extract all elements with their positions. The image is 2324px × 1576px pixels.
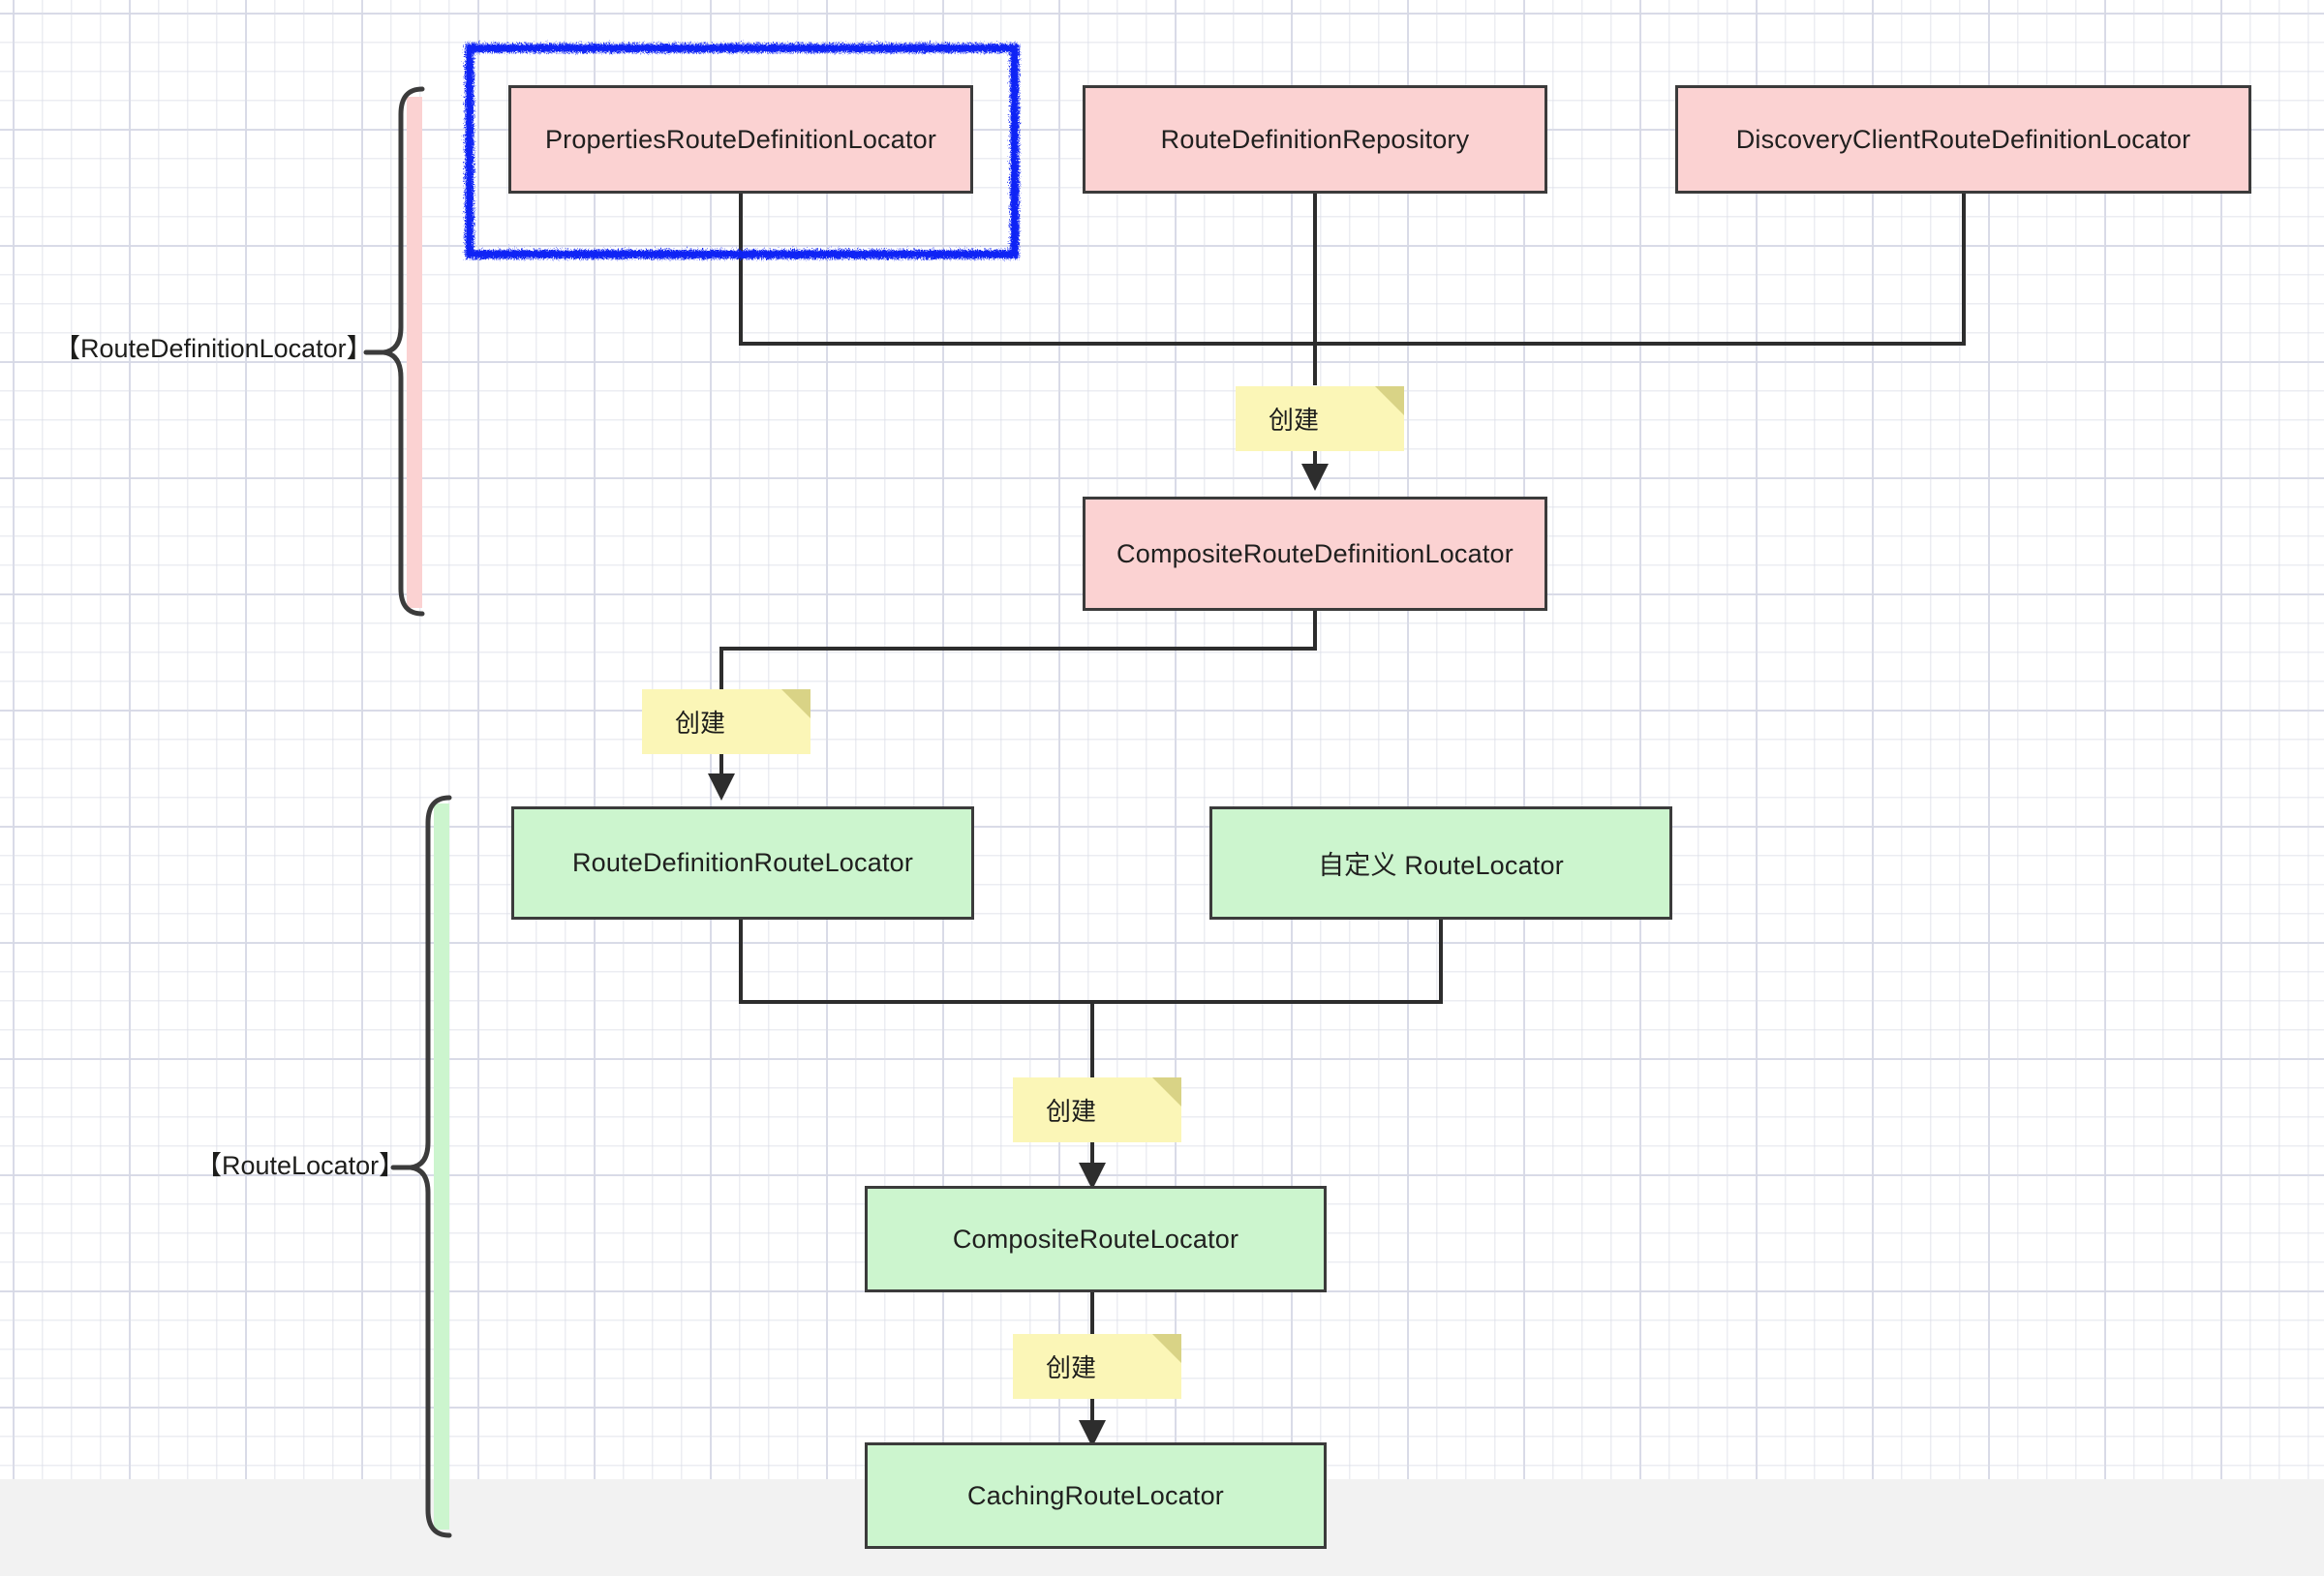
node-composite-route-locator[interactable]: CompositeRouteLocator (865, 1186, 1327, 1292)
edge-properties-to-composite-def (739, 193, 1315, 346)
group-label-route-locator: 【RouteLocator】 (196, 1151, 406, 1180)
brace-route-definition-locator (363, 86, 425, 617)
note-fold-corner-icon (1152, 1077, 1181, 1106)
note-fold-corner-icon (1375, 386, 1404, 415)
edge-note-label: 创建 (675, 709, 726, 738)
node-label: PropertiesRouteDefinitionLocator (544, 124, 937, 154)
node-label: 自定义 RouteLocator (1318, 851, 1564, 880)
node-route-definition-repository[interactable]: RouteDefinitionRepository (1083, 85, 1547, 194)
note-fold-corner-icon (781, 689, 810, 718)
grid-paper-background (0, 0, 2324, 1479)
node-label: RouteDefinitionRepository (1160, 124, 1470, 154)
group-label-route-definition-locator: 【RouteDefinitionLocator】 (54, 334, 373, 363)
edge-compositedef-to-rdroutelocator (719, 609, 1317, 689)
edge-note-label: 创建 (1269, 406, 1320, 435)
node-discovery-client-route-definition-locator[interactable]: DiscoveryClientRouteDefinitionLocator (1675, 85, 2251, 194)
node-properties-route-definition-locator[interactable]: PropertiesRouteDefinitionLocator (508, 85, 973, 194)
edge-discovery-to-composite-def (1315, 193, 1966, 346)
node-label: CachingRouteLocator (967, 1480, 1224, 1510)
brace-route-locator (390, 795, 452, 1538)
blue-highlight-icon (463, 42, 1018, 258)
node-composite-route-definition-locator[interactable]: CompositeRouteDefinitionLocator (1083, 497, 1547, 611)
node-route-definition-route-locator[interactable]: RouteDefinitionRouteLocator (511, 806, 974, 920)
edge-note-create-3[interactable]: 创建 (1013, 1077, 1181, 1142)
node-custom-route-locator[interactable]: 自定义 RouteLocator (1209, 806, 1672, 920)
node-label: DiscoveryClientRouteDefinitionLocator (1735, 124, 2191, 154)
edge-custom-to-composite (1092, 918, 1443, 1004)
node-label: CompositeRouteDefinitionLocator (1116, 538, 1514, 568)
node-label: RouteDefinitionRouteLocator (571, 848, 914, 877)
edge-note-create-2[interactable]: 创建 (642, 689, 810, 754)
edge-note-create-4[interactable]: 创建 (1013, 1334, 1181, 1399)
node-label: CompositeRouteLocator (952, 1224, 1239, 1254)
edge-rdroutelocator-to-composite (739, 918, 1092, 1004)
edge-note-create-1[interactable]: 创建 (1236, 386, 1404, 451)
edge-note-label: 创建 (1046, 1097, 1097, 1126)
note-fold-corner-icon (1152, 1334, 1181, 1363)
node-caching-route-locator[interactable]: CachingRouteLocator (865, 1442, 1327, 1549)
edge-note-label: 创建 (1046, 1353, 1097, 1382)
